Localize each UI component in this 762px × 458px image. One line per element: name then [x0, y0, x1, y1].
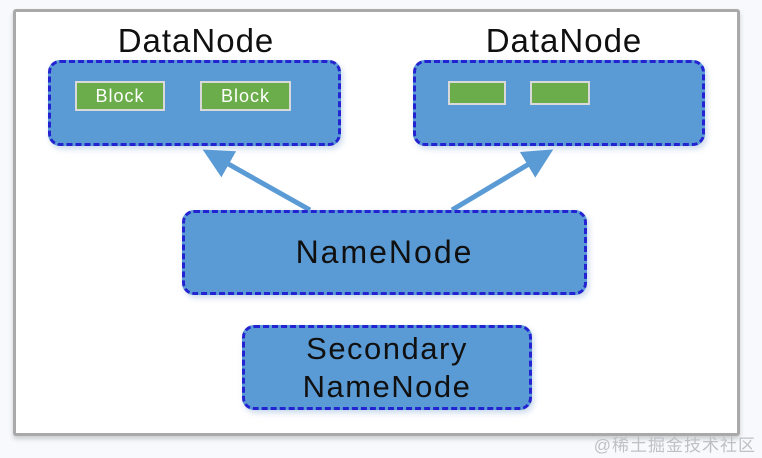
secondary-namenode-label-line2: NameNode — [302, 368, 472, 404]
block-chip: Block — [75, 81, 165, 111]
secondary-namenode-box: Secondary NameNode — [242, 325, 532, 410]
namenode-label: NameNode — [295, 234, 474, 270]
watermark: @稀土掘金技术社区 — [593, 436, 756, 455]
block-chip — [448, 81, 506, 105]
datanode-left-box: Block Block — [48, 60, 341, 146]
datanode-right-box — [413, 60, 705, 146]
namenode-box: NameNode — [182, 210, 587, 295]
block-chip — [530, 81, 590, 105]
block-chip: Block — [200, 81, 291, 111]
secondary-namenode-label-line1: Secondary — [306, 330, 468, 366]
datanode-right-title: DataNode — [485, 22, 643, 59]
datanode-left-title: DataNode — [117, 22, 275, 59]
